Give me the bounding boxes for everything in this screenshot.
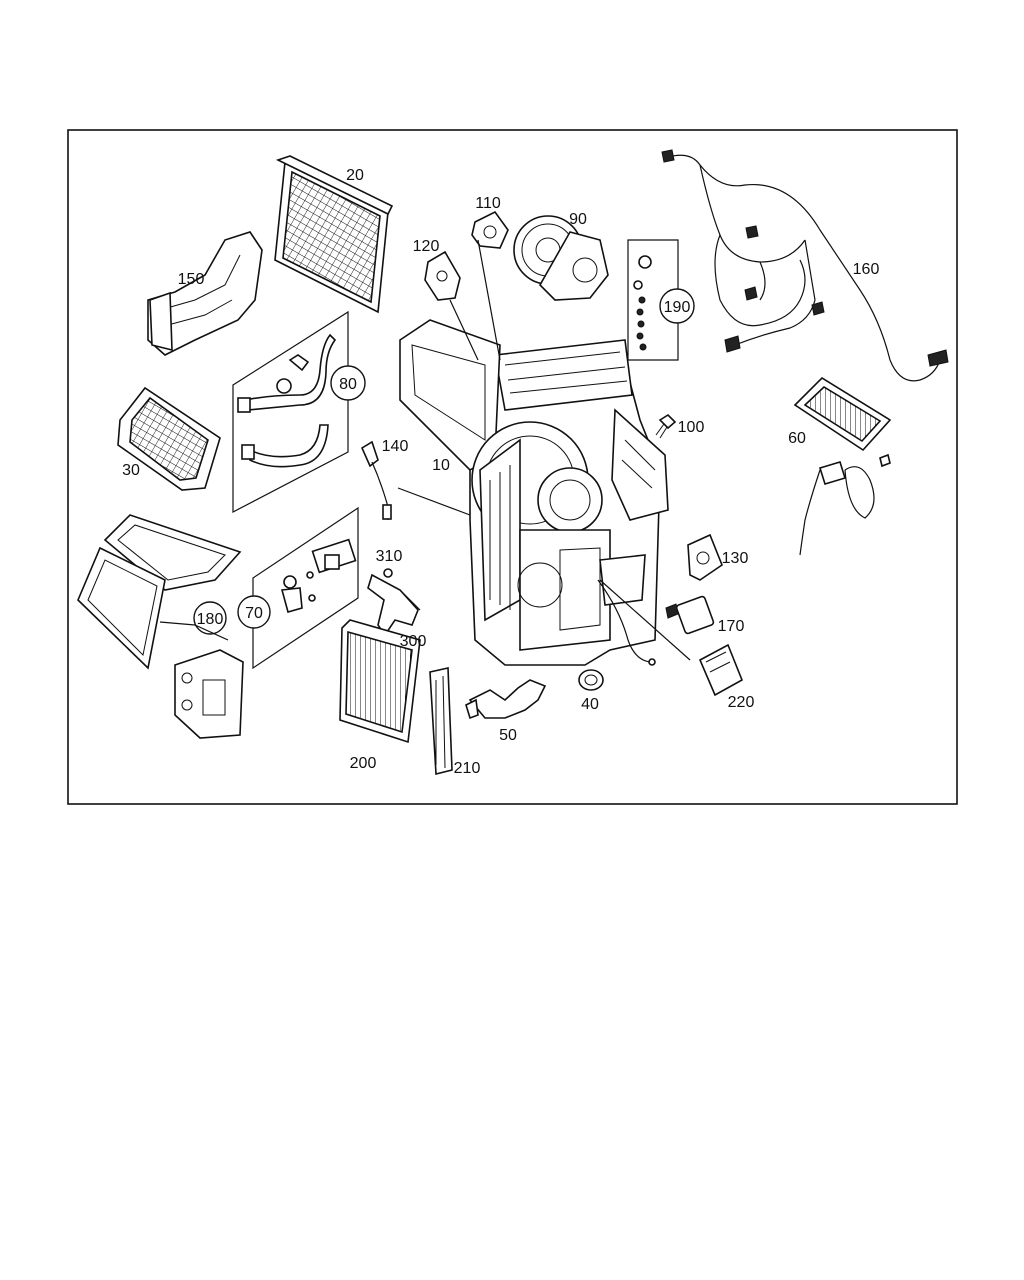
label-210: 210 [454, 760, 481, 777]
label-60: 60 [788, 430, 806, 447]
label-160: 160 [853, 261, 880, 278]
label-220: 220 [728, 694, 755, 711]
label-140: 140 [382, 438, 409, 455]
part-100-screw [655, 413, 677, 439]
part-80-hose-group [232, 310, 366, 513]
label-130: 130 [722, 550, 749, 567]
part-170-sensor [597, 579, 715, 666]
part-300-bracket [367, 568, 419, 637]
part-190-screw-kit [627, 239, 695, 361]
diagram-frame [67, 129, 958, 805]
label-50: 50 [499, 727, 517, 744]
callout-180-circle [193, 601, 227, 635]
part-150-duct [147, 231, 263, 356]
label-110: 110 [475, 195, 501, 212]
label-180: 180 [197, 611, 224, 628]
part-210-strip [429, 667, 453, 776]
label-10: 10 [432, 457, 450, 474]
part-120-actuator [424, 250, 461, 301]
part-310-nut [383, 568, 393, 578]
label-190: 190 [664, 299, 691, 316]
label-150: 150 [178, 271, 205, 288]
label-80: 80 [339, 376, 357, 393]
part-90-blower-fan [513, 215, 609, 301]
label-40: 40 [581, 696, 599, 713]
part-number-labels: 20 110 90 120 150 160 190 80 100 60 140 … [122, 167, 879, 777]
label-30: 30 [122, 462, 140, 479]
part-220-module [698, 643, 744, 697]
part-10-hvac-housing [399, 319, 669, 666]
part-110-motor [471, 210, 509, 249]
part-200-filter [339, 619, 421, 744]
part-50-duct-pipe [465, 679, 547, 720]
label-70: 70 [245, 605, 263, 622]
part-130-actuator [687, 533, 723, 581]
label-200: 200 [350, 755, 377, 772]
label-120: 120 [413, 238, 440, 255]
part-180-gaskets [77, 514, 244, 739]
label-100: 100 [678, 419, 705, 436]
part-20-evaporator [274, 155, 394, 314]
part-70-group [237, 506, 359, 670]
leader-lines [159, 239, 691, 661]
label-300: 300 [400, 633, 427, 650]
part-160-wiring-harness [661, 149, 949, 382]
part-30-grille [117, 386, 221, 491]
callout-190-circle [659, 288, 695, 324]
callout-80-circle [330, 365, 366, 401]
callout-70-circle [237, 595, 271, 629]
label-20: 20 [346, 167, 364, 184]
label-170: 170 [718, 618, 745, 635]
label-90: 90 [569, 211, 587, 228]
part-40-grommet [578, 669, 604, 691]
part-140-connector [360, 440, 392, 521]
label-310: 310 [376, 548, 403, 565]
part-60-heater-core [793, 376, 892, 556]
